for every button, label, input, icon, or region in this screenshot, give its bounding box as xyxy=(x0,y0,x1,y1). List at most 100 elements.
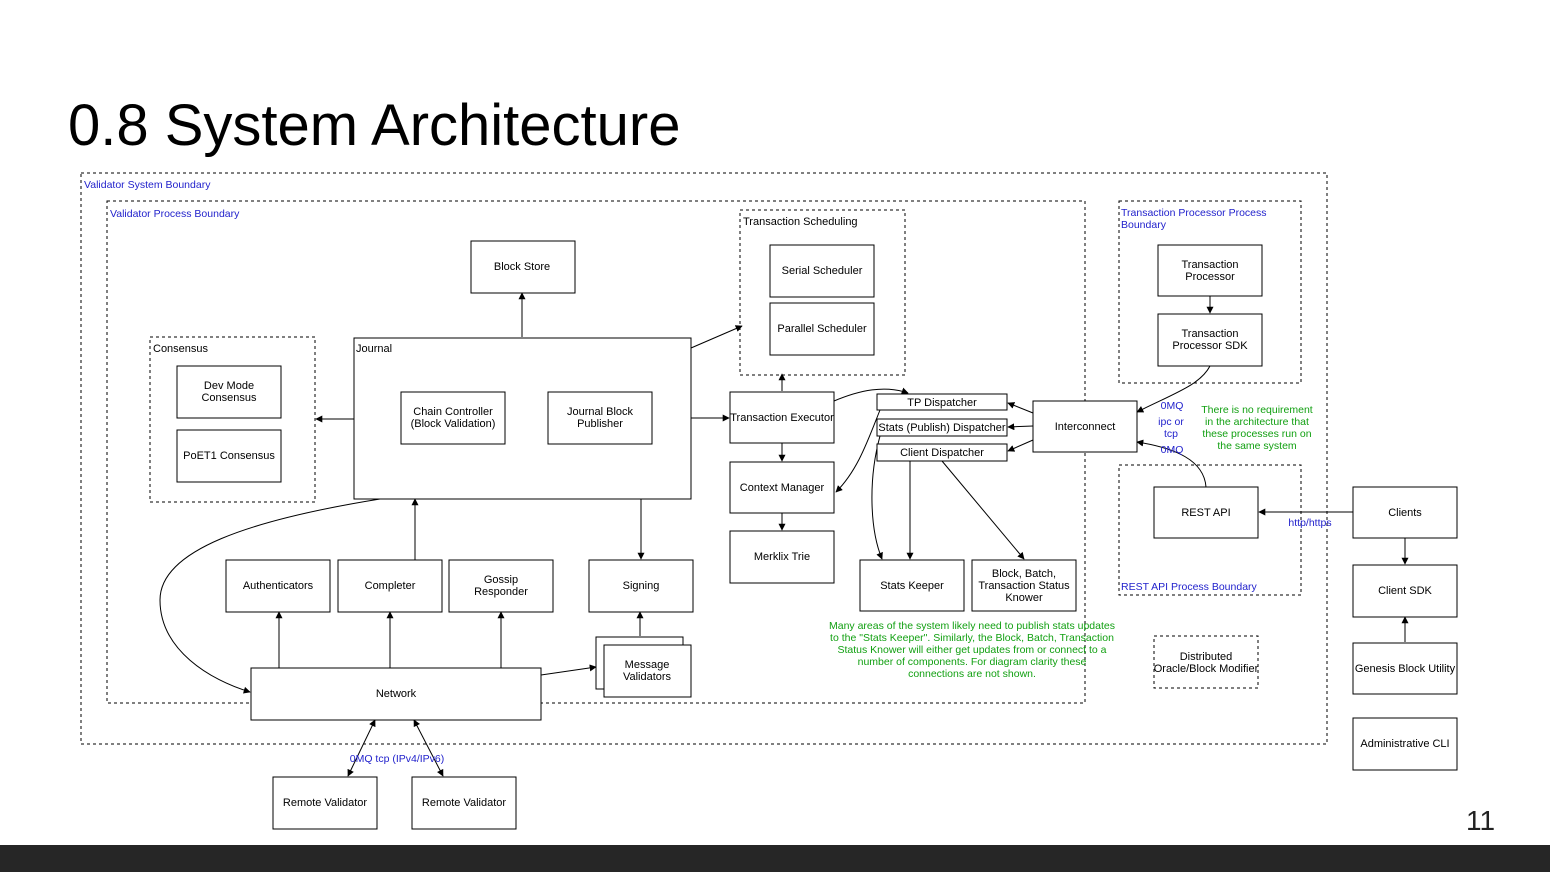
network-label: Network xyxy=(376,688,417,700)
stats-dispatcher-label: Stats (Publish) Dispatcher xyxy=(878,422,1005,434)
http-https-label: http/https xyxy=(1288,517,1331,529)
context-manager-label: Context Manager xyxy=(740,482,825,494)
status-knower-label-3: Knower xyxy=(1005,592,1043,604)
gossip-responder-box xyxy=(448,559,554,613)
transaction-processor-sdk-label-1: Transaction xyxy=(1181,328,1238,340)
distributed-oracle-box xyxy=(1153,635,1259,689)
zmq-label-1: 0MQ xyxy=(1161,400,1184,412)
clients-label: Clients xyxy=(1388,507,1422,519)
transaction-processor-label-1: Transaction xyxy=(1181,259,1238,271)
zmq-label-2: ipc or xyxy=(1158,416,1184,428)
gossip-responder-label-2: Responder xyxy=(474,586,528,598)
signing-box xyxy=(588,559,694,613)
zmq-label-3: tcp xyxy=(1164,428,1178,440)
validator-system-boundary-label: Validator System Boundary xyxy=(84,179,211,191)
remote-validator-2-label: Remote Validator xyxy=(422,797,507,809)
consensus-label: Consensus xyxy=(153,343,209,355)
zmq-label-4: 0MQ xyxy=(1161,444,1184,456)
message-validators-box xyxy=(603,644,692,698)
poet1-consensus-box xyxy=(176,429,282,483)
rest-api-label: REST API xyxy=(1181,507,1230,519)
tp-dispatcher-box xyxy=(876,393,1008,411)
genesis-block-utility-label: Genesis Block Utility xyxy=(1355,663,1456,675)
interconnect-label: Interconnect xyxy=(1055,421,1116,433)
completer-label: Completer xyxy=(365,580,416,592)
completer-box xyxy=(337,559,443,613)
transaction-processor-label-2: Processor xyxy=(1185,271,1235,283)
rest-api-box xyxy=(1153,486,1259,539)
transaction-processor-box xyxy=(1157,244,1263,297)
footer-bar xyxy=(0,845,1550,872)
page-number: 11 xyxy=(1466,805,1496,836)
genesis-block-utility-box xyxy=(1352,642,1458,695)
transaction-processor-sdk-label-2: Processor SDK xyxy=(1172,340,1248,352)
status-knower-label-1: Block, Batch, xyxy=(992,568,1056,580)
message-validators-label-1: Message xyxy=(625,659,670,671)
interconnect-box xyxy=(1032,400,1138,453)
administrative-cli-label: Administrative CLI xyxy=(1360,738,1449,750)
block-store-label: Block Store xyxy=(494,261,550,273)
stats-note-1: Many areas of the system likely need to … xyxy=(829,620,1115,632)
distributed-oracle-label-1: Distributed xyxy=(1180,651,1233,663)
tp-process-boundary-label-1: Transaction Processor Process xyxy=(1121,207,1267,219)
stats-note-4: number of components. For diagram clarit… xyxy=(858,656,1087,668)
authenticators-box xyxy=(225,559,331,613)
clients-box xyxy=(1352,486,1458,539)
zmq-tcp-ip-label: 0MQ tcp (IPv4/IPv6) xyxy=(350,753,445,765)
architecture-diagram: Validator System Boundary Validator Proc… xyxy=(80,172,1458,830)
transaction-executor-box xyxy=(729,391,835,444)
chain-controller-box xyxy=(400,391,506,445)
transaction-scheduling-label: Transaction Scheduling xyxy=(743,216,858,228)
block-store-box xyxy=(470,240,576,294)
chain-controller-label-2: (Block Validation) xyxy=(411,418,496,430)
network-box xyxy=(250,667,542,721)
validator-system-boundary xyxy=(80,172,1328,745)
dev-mode-consensus-label-2: Consensus xyxy=(201,392,257,404)
merklix-trie-label: Merklix Trie xyxy=(754,551,810,563)
serial-scheduler-box xyxy=(769,244,875,298)
consensus-boundary xyxy=(149,336,316,503)
rest-api-process-boundary-label: REST API Process Boundary xyxy=(1121,581,1258,593)
no-requirement-note-2: in the architecture that xyxy=(1205,416,1309,428)
journal-block-publisher-label-1: Journal Block xyxy=(567,406,634,418)
client-sdk-label: Client SDK xyxy=(1378,585,1432,597)
stats-note-3: Status Knower will either get updates fr… xyxy=(837,644,1106,656)
merklix-trie-box xyxy=(729,530,835,584)
context-manager-box xyxy=(729,461,835,514)
remote-validator-1-label: Remote Validator xyxy=(283,797,368,809)
stats-dispatcher-box xyxy=(876,418,1008,437)
status-knower-box xyxy=(971,559,1077,612)
client-dispatcher-label: Client Dispatcher xyxy=(900,447,984,459)
transaction-scheduling-boundary xyxy=(739,209,906,376)
page-title: 0.8 System Architecture xyxy=(68,93,681,158)
rest-api-process-boundary xyxy=(1118,464,1302,596)
validator-process-boundary xyxy=(106,200,1086,704)
client-sdk-box xyxy=(1352,564,1458,618)
dev-mode-consensus-label-1: Dev Mode xyxy=(204,380,254,392)
no-requirement-note-4: the same system xyxy=(1217,440,1297,452)
stats-keeper-label: Stats Keeper xyxy=(880,580,944,592)
message-validators-label-2: Validators xyxy=(623,671,672,683)
chain-controller-label-1: Chain Controller xyxy=(413,406,493,418)
no-requirement-note-1: There is no requirement xyxy=(1201,404,1313,416)
validator-process-boundary-label: Validator Process Boundary xyxy=(110,208,240,220)
stats-note-5: connections are not shown. xyxy=(908,668,1036,680)
poet1-consensus-label: PoET1 Consensus xyxy=(183,450,275,462)
dev-mode-consensus-box xyxy=(176,365,282,419)
parallel-scheduler-label: Parallel Scheduler xyxy=(777,323,867,335)
journal-block-publisher-label-2: Publisher xyxy=(577,418,623,430)
gossip-responder-label-1: Gossip xyxy=(484,574,518,586)
administrative-cli-box xyxy=(1352,717,1458,771)
parallel-scheduler-box xyxy=(769,302,875,356)
signing-label: Signing xyxy=(623,580,660,592)
remote-validator-1-box xyxy=(272,776,378,830)
serial-scheduler-label: Serial Scheduler xyxy=(782,265,863,277)
stats-note-2: to the "Stats Keeper". Similarly, the Bl… xyxy=(830,632,1114,644)
client-dispatcher-box xyxy=(876,443,1008,462)
no-requirement-note-3: these processes run on xyxy=(1202,428,1311,440)
journal-label: Journal xyxy=(356,343,392,355)
distributed-oracle-label-2: Oracle/Block Modifier xyxy=(1154,663,1259,675)
status-knower-label-2: Transaction Status xyxy=(978,580,1070,592)
stats-keeper-box xyxy=(859,559,965,612)
tp-process-boundary xyxy=(1118,200,1302,384)
